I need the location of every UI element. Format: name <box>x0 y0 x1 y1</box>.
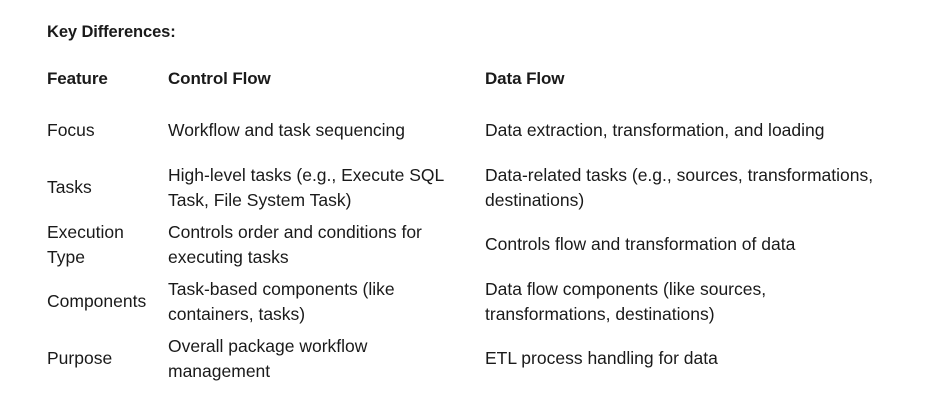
table-row: Tasks High-level tasks (e.g., Execute SQ… <box>47 159 907 216</box>
page-title: Key Differences: <box>47 23 176 41</box>
key-differences-table: Feature Control Flow Data Flow Focus Wor… <box>47 57 907 387</box>
table-row: Focus Workflow and task sequencing Data … <box>47 102 907 159</box>
cell-control-flow: Overall package workflow management <box>168 335 368 381</box>
column-header-data-flow: Data Flow <box>485 69 565 88</box>
cell-control-flow: Workflow and task sequencing <box>168 120 406 140</box>
table-header-row: Feature Control Flow Data Flow <box>47 57 907 102</box>
table-row: Purpose Overall package workflow managem… <box>47 330 907 387</box>
cell-data-flow: Data flow components (like sources, tran… <box>485 278 767 324</box>
table-row: Execution Type Controls order and condit… <box>47 216 907 273</box>
cell-control-flow: High-level tasks (e.g., Execute SQL Task… <box>168 164 444 210</box>
cell-control-flow: Controls order and conditions for execut… <box>168 221 422 267</box>
table-body: Focus Workflow and task sequencing Data … <box>47 102 907 387</box>
table-header: Feature Control Flow Data Flow <box>47 57 907 102</box>
cell-data-flow: Data-related tasks (e.g., sources, trans… <box>485 164 874 210</box>
cell-feature: Purpose <box>47 348 113 368</box>
column-header-control-flow: Control Flow <box>168 69 271 88</box>
column-header-feature: Feature <box>47 69 108 88</box>
cell-data-flow: Data extraction, transformation, and loa… <box>485 120 825 140</box>
cell-feature: Components <box>47 291 147 311</box>
table-row: Components Task-based components (like c… <box>47 273 907 330</box>
cell-feature: Focus <box>47 120 95 140</box>
cell-feature: Execution Type <box>47 221 124 267</box>
cell-feature: Tasks <box>47 177 92 197</box>
cell-control-flow: Task-based components (like containers, … <box>168 278 395 324</box>
cell-data-flow: Controls flow and transformation of data <box>485 234 796 254</box>
cell-data-flow: ETL process handling for data <box>485 348 718 368</box>
